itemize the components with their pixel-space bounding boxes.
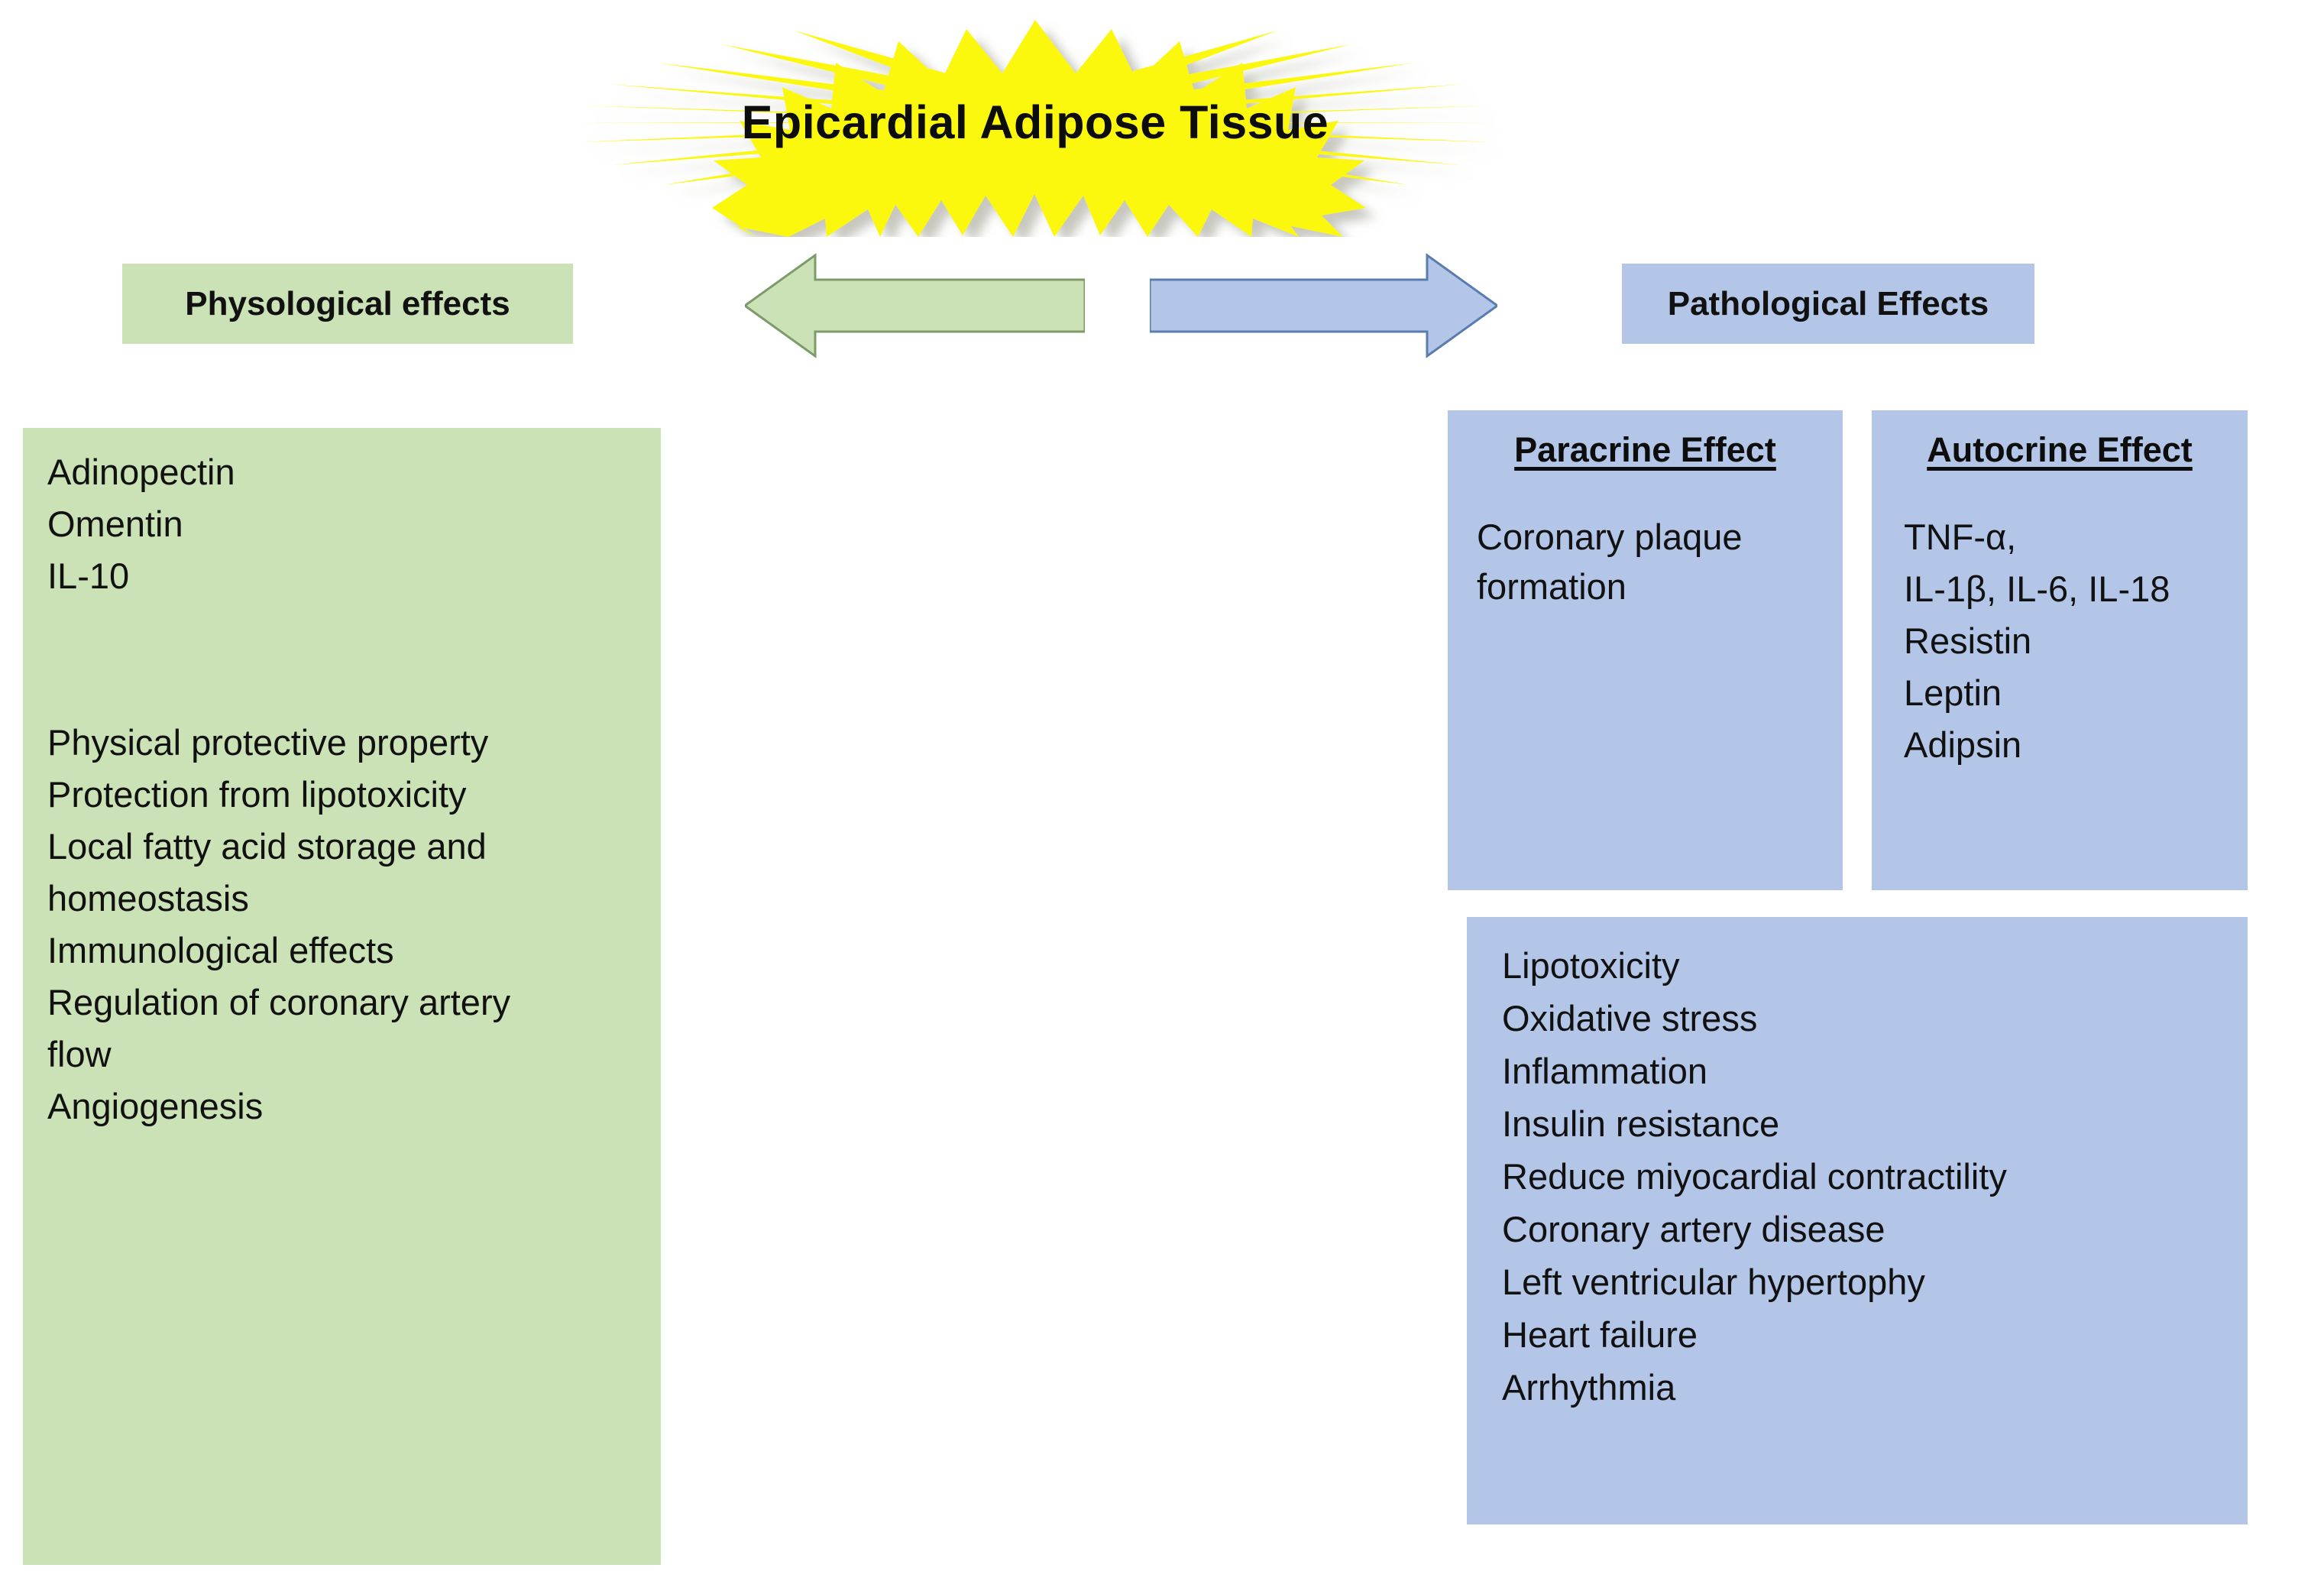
list-item: Heart failure [1502, 1314, 1698, 1355]
header-physiological-effects: Physological effects [122, 264, 573, 344]
list-item: Oxidative stress [1502, 998, 1758, 1038]
right-arrow-icon [1150, 252, 1497, 359]
list-item: Coronary plaque [1477, 517, 1743, 557]
list-item: Regulation of coronary artery [47, 982, 511, 1022]
list-item: Inflammation [1502, 1051, 1708, 1091]
list-item: homeostasis [47, 878, 249, 918]
paracrine-effect-panel: Paracrine Effect Coronary plaque formati… [1448, 410, 1843, 890]
paracrine-title: Paracrine Effect [1514, 430, 1776, 469]
list-item: Reduce miyocardial contractility [1502, 1156, 2007, 1197]
paracrine-list: Coronary plaque formation [1448, 519, 1843, 604]
autocrine-title: Autocrine Effect [1927, 430, 2193, 469]
starburst-title-shape: Epicardial Adipose Tissue [565, 8, 1505, 237]
list-item: Physical protective property [47, 722, 489, 763]
list-item: Leptin [1904, 672, 2002, 713]
left-arrow-icon [745, 252, 1085, 359]
list-item: Coronary artery disease [1502, 1209, 1885, 1249]
list-item: flow [47, 1034, 112, 1074]
autocrine-list: TNF-α, IL-1β, IL-6, IL-18 Resistin Lepti… [1872, 519, 2248, 763]
list-item: Protection from lipotoxicity [47, 774, 467, 815]
list-item: Insulin resistance [1502, 1103, 1780, 1144]
list-item: IL-1β, IL-6, IL-18 [1904, 569, 2170, 609]
list-item: Angiogenesis [47, 1086, 264, 1126]
list-item: Left ventricular hypertophy [1502, 1262, 1925, 1302]
header-physiological-label: Physological effects [185, 284, 510, 322]
list-item: Adinopectin [47, 452, 235, 492]
list-item: TNF-α, [1904, 517, 2017, 557]
list-item: Omentin [47, 504, 183, 544]
list-item: Arrhythmia [1502, 1367, 1676, 1408]
list-item: Resistin [1904, 620, 2032, 661]
pathological-outcomes-panel: Lipotoxicity Oxidative stress Inflammati… [1467, 917, 2248, 1524]
list-item: formation [1477, 566, 1626, 607]
list-item: IL-10 [47, 556, 130, 596]
autocrine-effect-panel: Autocrine Effect TNF-α, IL-1β, IL-6, IL-… [1872, 410, 2248, 890]
physiological-effects-panel: Adinopectin Omentin IL-10 Physical prote… [23, 428, 661, 1565]
list-item: Immunological effects [47, 930, 394, 970]
list-item: Local fatty acid storage and [47, 826, 487, 867]
panel-spacer [47, 610, 661, 724]
list-item: Lipotoxicity [1502, 945, 1680, 986]
header-pathological-label: Pathological Effects [1667, 284, 1989, 322]
header-pathological-effects: Pathological Effects [1622, 264, 2034, 344]
list-item: Adipsin [1904, 724, 2022, 765]
